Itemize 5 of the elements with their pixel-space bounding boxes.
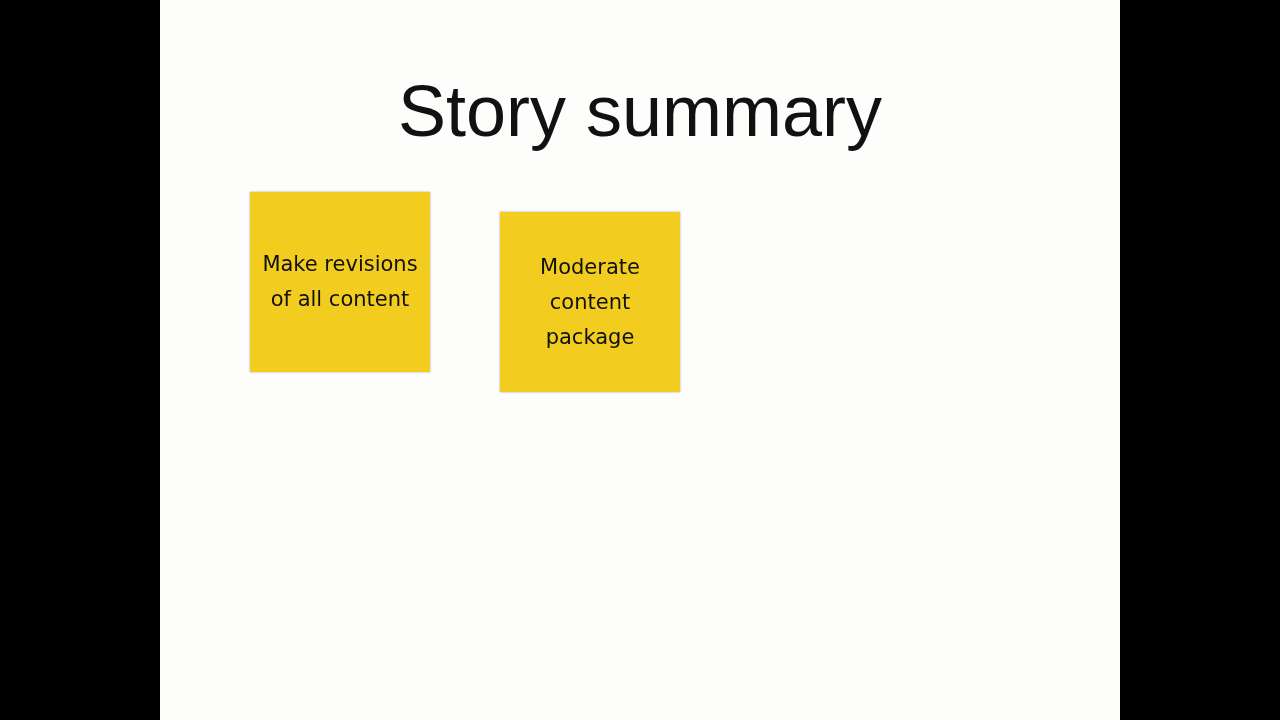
sticky-note — [250, 192, 430, 372]
note-text: Moderate content package — [539, 253, 641, 351]
sticky-note — [500, 212, 680, 392]
slide-title: Story summary — [396, 70, 884, 152]
note-text: Make revisions of all content — [262, 251, 418, 313]
